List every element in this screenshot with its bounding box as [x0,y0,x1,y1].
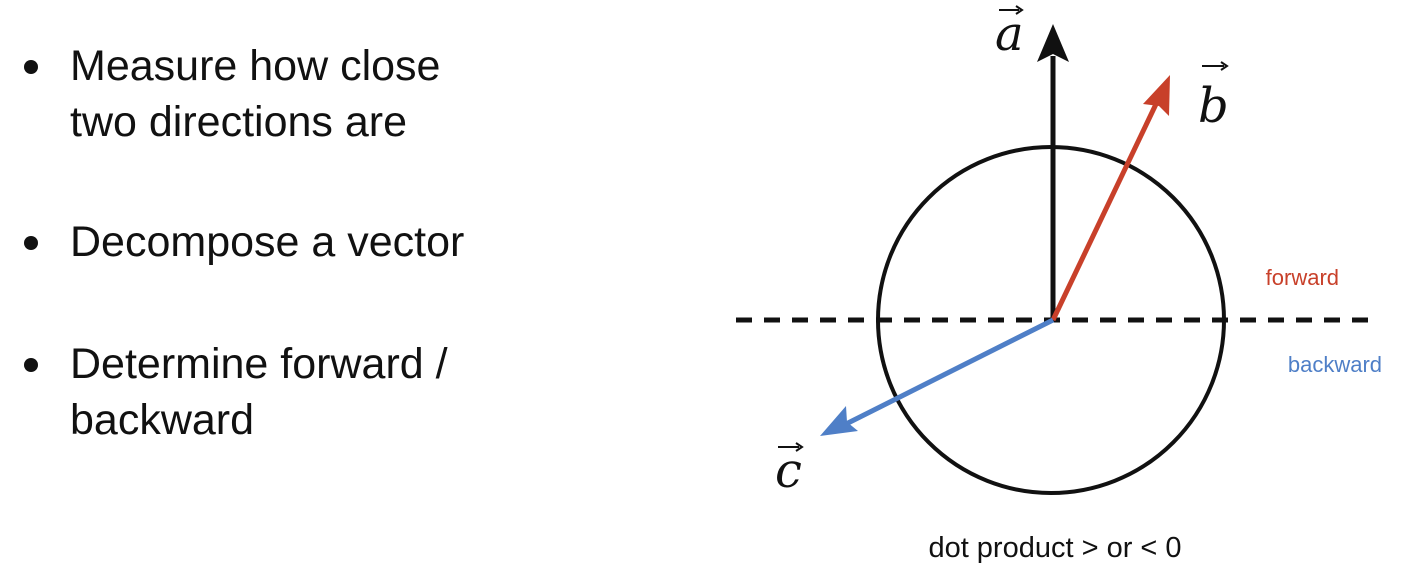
vector-c-label: c [775,442,804,499]
bullet-dot [24,60,38,74]
vector-c-letter: c [775,443,802,499]
forward-label: forward [1266,265,1339,290]
vector-b-accent-tip [1220,61,1229,71]
bullet-line: Measure how close [70,42,441,90]
backward-label: backward [1288,352,1382,377]
bullet-line: Decompose a vector [70,218,465,266]
bullet-item-decompose: Decompose a vector [18,214,658,270]
vector-b-letter: b [1198,78,1229,134]
vector-b-label: b [1198,61,1229,134]
vector-a-accent-tip [1015,5,1024,15]
vector-c-accent-tip [795,442,804,452]
bullet-item-measure: Measure how close two directions are [18,38,658,150]
vector-a-letter: a [995,6,1024,62]
vector-c-shaft [844,317,1055,427]
vector-c-arrowhead [820,406,858,436]
vector-a-label: a [995,5,1024,62]
bullet-line: two directions are [70,98,407,146]
vector-c [820,317,1055,436]
bullet-line: Determine forward / [70,340,448,388]
diagram-caption: dot product > or < 0 [928,532,1181,564]
vector-b-arrowhead [1143,75,1170,116]
bullet-item-determine: Determine forward / backward [18,336,658,448]
bullet-dot [24,236,38,250]
vector-a-arrowhead [1037,24,1069,62]
vector-b-shaft [1050,100,1160,322]
vector-b [1050,75,1170,322]
bullet-list: Measure how close two directions are Dec… [18,38,658,512]
vector-a [1037,24,1069,320]
bullet-dot [24,358,38,372]
bullet-line: backward [70,396,255,444]
